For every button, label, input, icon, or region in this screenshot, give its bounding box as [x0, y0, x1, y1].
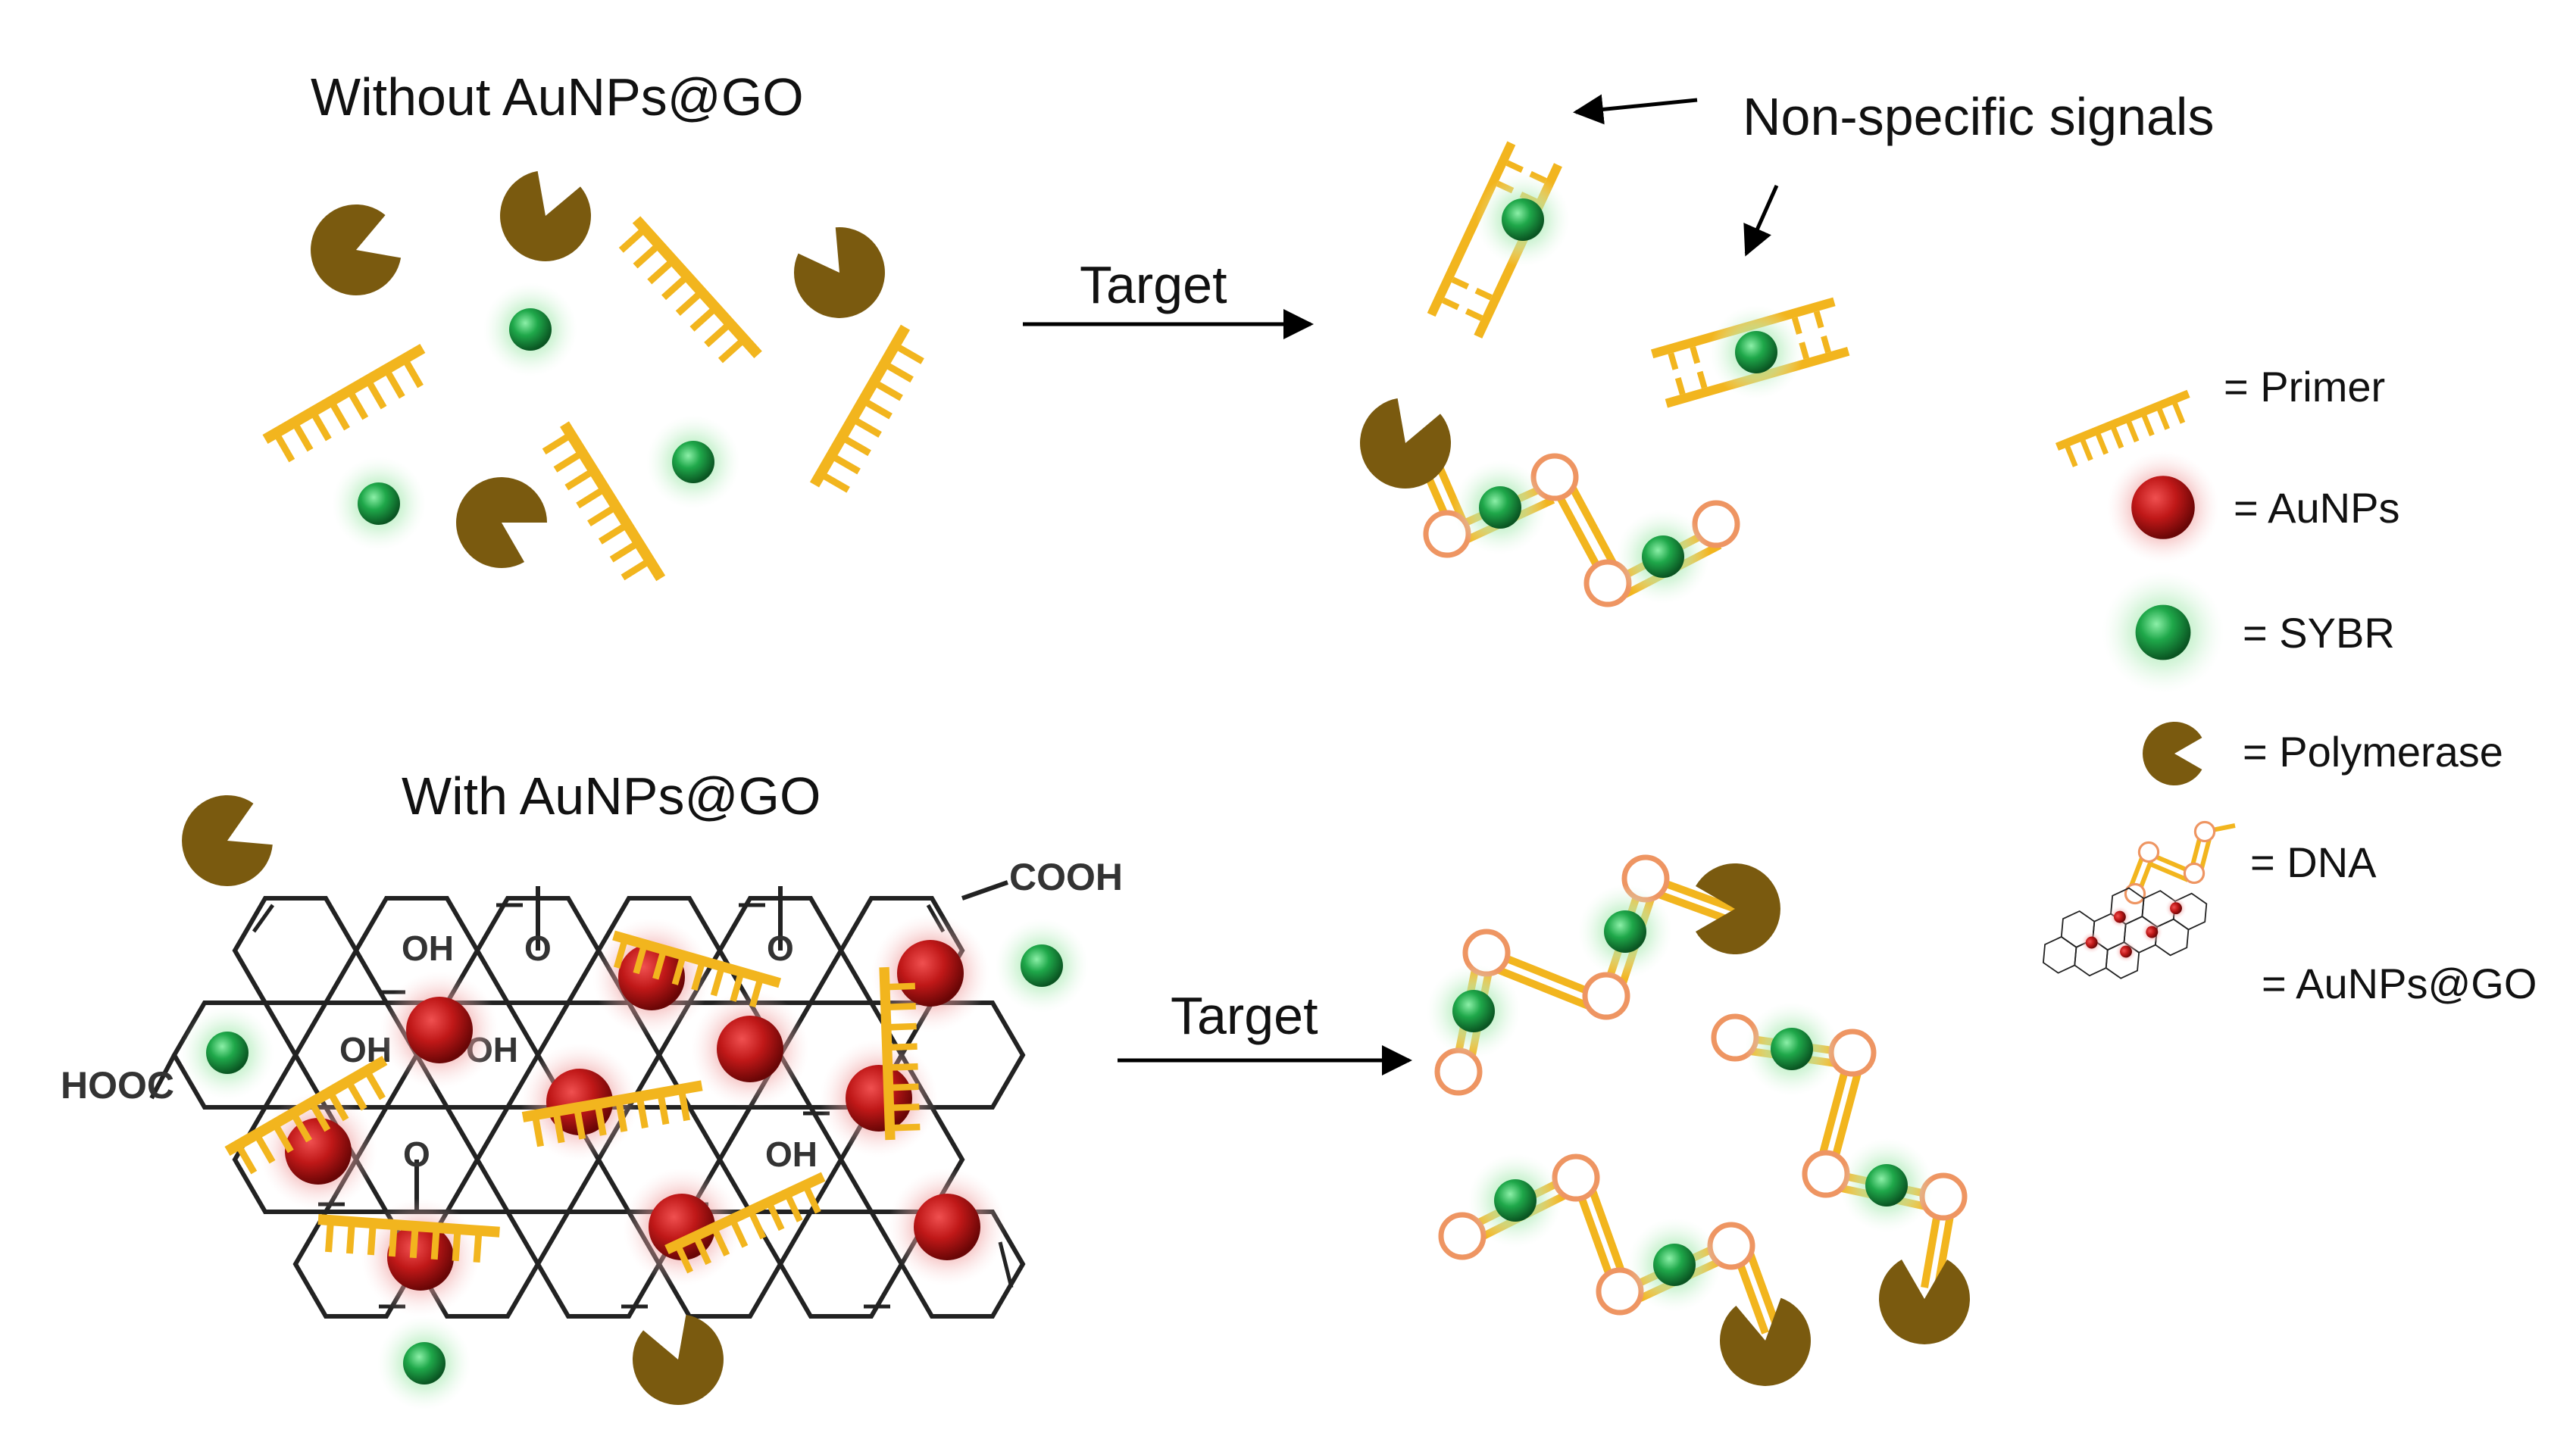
chem-label-hooc: HOOC — [61, 1064, 174, 1107]
ladder-nonspecific — [1650, 297, 1850, 408]
aunp-icon — [592, 918, 711, 1036]
panel-without: Without AuNPs@GO — [262, 67, 933, 595]
chem-label-o: O — [524, 929, 552, 968]
chem-label-oh: OH — [765, 1135, 818, 1174]
arrow-icon: Target — [1023, 255, 1314, 339]
aunp-icon — [691, 990, 809, 1108]
chem-label-oh: OH — [402, 929, 454, 968]
with-title: With AuNPs@GO — [402, 766, 821, 826]
panel-specific-products — [1427, 857, 1970, 1394]
chem-label-o: O — [403, 1135, 430, 1174]
polymerase-icon — [780, 214, 903, 336]
legend-primer: = Primer — [2224, 363, 2385, 411]
polymerase-icon — [621, 1306, 736, 1418]
chem-label-o: O — [767, 929, 794, 968]
polymerase-icon — [2143, 722, 2202, 785]
aunp-icon — [380, 971, 499, 1089]
dna-chain — [1347, 390, 1737, 604]
legend-aunps: = AuNPs — [2234, 484, 2399, 532]
primer-icon — [612, 216, 762, 376]
legend: = Primer = AuNPs = SYBR = Polymerase = D… — [2036, 363, 2537, 1007]
polymerase-icon — [1713, 1294, 1818, 1394]
sybr-icon — [332, 457, 426, 551]
sybr-icon — [483, 283, 577, 376]
without-title: Without AuNPs@GO — [311, 67, 804, 126]
legend-dna: = DNA — [2250, 838, 2377, 886]
sybr-icon — [377, 1316, 471, 1410]
target-label-bottom: Target — [1171, 986, 1318, 1045]
panel-nonspecific: Non-specific signals — [1347, 87, 2214, 604]
polymerase-icon — [167, 782, 283, 901]
aunp-icon — [820, 1039, 938, 1157]
legend-aunps-go: = AuNPs@GO — [2262, 960, 2537, 1007]
panel-with: With AuNPs@GO — [61, 766, 1123, 1418]
sybr-icon — [2102, 571, 2224, 694]
dna-icon — [2124, 820, 2236, 905]
polymerase-icon — [487, 163, 602, 274]
sybr-icon — [646, 415, 740, 509]
sybr-icon — [995, 919, 1089, 1013]
aunp-icon — [888, 1168, 1006, 1286]
nonspecific-label: Non-specific signals — [1743, 87, 2214, 146]
aunp-icon — [2106, 451, 2220, 564]
primer-icon — [809, 324, 933, 501]
chem-label-cooh: COOH — [1009, 856, 1123, 898]
sybr-icon — [180, 1006, 274, 1100]
primer-icon — [537, 421, 666, 595]
legend-sybr: = SYBR — [2243, 609, 2395, 657]
aunp-icon — [361, 1198, 480, 1316]
dna-chain — [1441, 1153, 1818, 1394]
primer-icon — [262, 343, 439, 467]
target-label-top: Target — [1080, 255, 1227, 314]
dna-chain — [1714, 1002, 1970, 1344]
polymerase-icon — [439, 460, 559, 582]
ladder-nonspecific — [1427, 141, 1570, 339]
arrow-icon: Target — [1118, 986, 1412, 1075]
polymerase-icon — [298, 193, 409, 308]
legend-polymerase: = Polymerase — [2243, 728, 2503, 776]
dna-chain — [1427, 857, 1780, 1093]
